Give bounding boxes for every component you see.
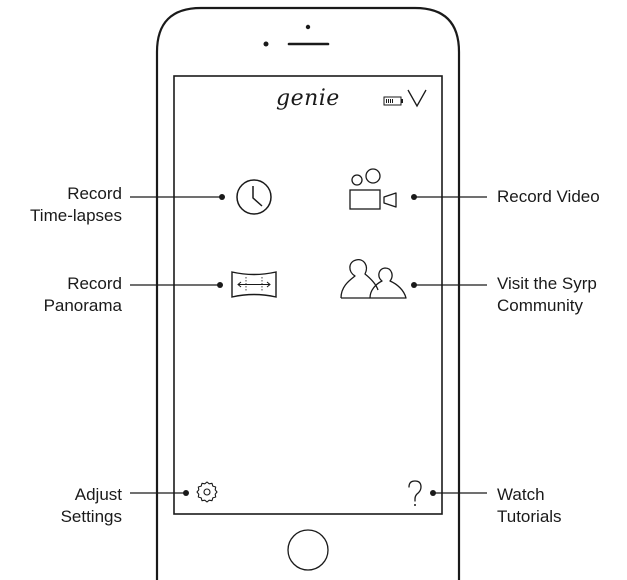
callout-tutorials-line1: Watch bbox=[497, 485, 545, 504]
callout-settings: Adjust Settings bbox=[61, 484, 122, 528]
home-button[interactable] bbox=[287, 529, 329, 571]
signal-icon bbox=[407, 89, 427, 108]
callout-panorama: Record Panorama bbox=[44, 273, 122, 317]
callout-community: Visit the Syrp Community bbox=[497, 273, 597, 317]
app-logo: genie bbox=[276, 86, 340, 111]
panorama-icon[interactable] bbox=[231, 271, 277, 298]
callout-community-line2: Community bbox=[497, 296, 583, 315]
callout-video: Record Video bbox=[497, 186, 600, 208]
callout-tutorials: Watch Tutorials bbox=[497, 484, 562, 528]
clock-icon[interactable] bbox=[236, 179, 272, 215]
callout-tutorials-line2: Tutorials bbox=[497, 507, 562, 526]
phone-body bbox=[155, 6, 461, 580]
callout-timelapse-line1: Record bbox=[67, 184, 122, 203]
question-mark-icon[interactable] bbox=[408, 480, 422, 506]
proximity-sensor bbox=[263, 41, 269, 47]
leader-lines-left bbox=[130, 194, 225, 496]
gear-icon[interactable] bbox=[196, 481, 218, 503]
screen bbox=[173, 75, 443, 515]
community-icon[interactable] bbox=[340, 259, 407, 299]
leader-lines-right bbox=[411, 194, 487, 496]
front-camera bbox=[305, 24, 311, 30]
callout-settings-line1: Adjust bbox=[74, 485, 122, 504]
callout-panorama-line1: Record bbox=[67, 274, 122, 293]
callout-timelapse: Record Time-lapses bbox=[30, 183, 122, 227]
video-camera-icon[interactable] bbox=[349, 168, 397, 210]
callout-panorama-line2: Panorama bbox=[43, 296, 122, 315]
callout-video-line1: Record Video bbox=[497, 187, 600, 206]
callout-community-line1: Visit the Syrp bbox=[497, 274, 597, 293]
battery-icon bbox=[383, 96, 403, 106]
callout-settings-line2: Settings bbox=[60, 507, 122, 526]
callout-timelapse-line2: Time-lapses bbox=[30, 206, 122, 225]
